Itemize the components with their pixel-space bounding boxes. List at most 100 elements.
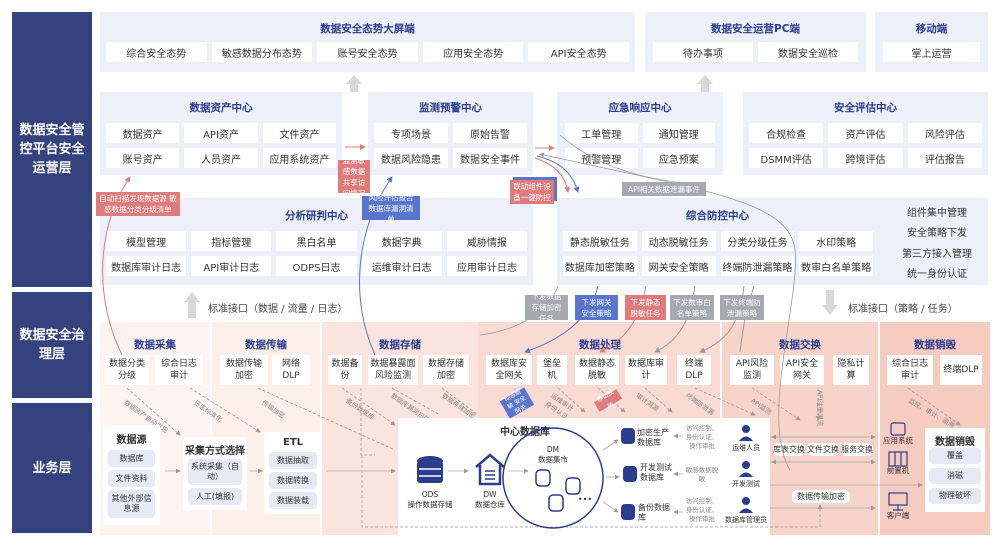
asset-item[interactable]: 账号资产 (106, 148, 180, 168)
big-screen-item[interactable]: 综合安全态势 (106, 42, 207, 62)
gov-item: 终端DLP (677, 355, 711, 385)
analysis-item[interactable]: 数据库审计日志 (106, 256, 187, 276)
analysis-item[interactable]: 运维审计日志 (361, 256, 442, 276)
monitor-item[interactable]: 原始告警 (453, 123, 527, 143)
big-screen-title: 数据安全态势大屏端 (320, 23, 415, 35)
gov-item: 网络DLP (272, 355, 310, 385)
analysis-item[interactable]: 指标管理 (191, 231, 272, 251)
tag-share-monitor: 监测敏感数据共享访问情况 (338, 156, 370, 198)
user-label: 运维人员 (732, 444, 760, 452)
interface-up-label: 标准接口（数据 / 流量 / 日志） (208, 304, 348, 315)
emergency-center: 应急响应中心 工单管理通知管理预警管理应急预案 (557, 92, 723, 175)
tag-policy: 下发网关安全策略 (575, 295, 618, 320)
defense-center: 综合防控中心 静态脱敏任务动态脱敏任务分类分级任务水印策略数据库加密策略网关安全… (557, 198, 988, 285)
source-item: 文件资料 (108, 470, 155, 487)
destroy-item: 物理破坏 (929, 488, 981, 504)
pc-item[interactable]: 待办事项 (653, 42, 753, 62)
method-item: 人工(填报) (188, 488, 242, 505)
more-icon: ••• (577, 495, 593, 504)
mobile-item[interactable]: 掌上运营 (883, 42, 980, 62)
monitor-item-grid: 专项场景原始告警数据风险隐患数据安全事件 (374, 123, 527, 168)
monitor-item[interactable]: 专项场景 (374, 123, 448, 143)
etl-box: ETL 数据抽取 数据转换 数据装载 (264, 432, 322, 514)
control-label: 敏感数据脱敏 (685, 466, 719, 483)
etl-title: ETL (282, 437, 304, 448)
analysis-item[interactable]: API审计日志 (191, 256, 272, 276)
pc-title: 数据安全运营PC端 (711, 23, 800, 35)
control-label: 访问控制、身份认证、操作审批 (685, 497, 719, 523)
big-screen-item[interactable]: 应用安全态势 (422, 42, 524, 62)
analysis-item[interactable]: 模型管理 (106, 231, 187, 251)
analysis-item[interactable]: ODPS日志 (276, 256, 357, 276)
gov-item: 终端DLP (940, 355, 982, 385)
big-screen-item[interactable]: 账号安全态势 (317, 42, 418, 62)
analysis-item[interactable]: 黑白名单 (276, 231, 357, 251)
control-label: 访问控制、身份认证、操作审批 (685, 424, 719, 450)
tag-auto-scan: 自动扫描发现数据源 敏感数据分类分级清单 (96, 192, 180, 216)
system-label: 客户端 (886, 511, 910, 520)
gov-item: 数据库安全网关 (486, 355, 532, 385)
user-label: 数据库管理员 (725, 516, 767, 524)
assessment-item[interactable]: DSMM评估 (749, 148, 824, 168)
defense-item[interactable]: 水印策略 (799, 231, 873, 251)
defense-item[interactable]: 静态脱敏任务 (563, 231, 637, 251)
gov-item: 数据库审计 (625, 355, 667, 385)
system-label: 前置机 (886, 466, 910, 475)
emergency-item[interactable]: 工单管理 (565, 123, 638, 143)
asset-item[interactable]: API资产 (184, 123, 258, 143)
gov-item: 堡垒机 (537, 355, 567, 385)
asset-item[interactable]: 文件资产 (262, 123, 336, 143)
interface-down-label: 标准接口（策略 / 任务） (848, 304, 958, 315)
asset-item[interactable]: 应用系统资产 (262, 148, 336, 168)
monitor-center-title: 监测预警中心 (419, 102, 482, 114)
source-item: 数据库 (108, 450, 155, 467)
flow-label: API注册限流 (816, 390, 824, 427)
monitor-center: 监测预警中心 专项场景原始告警数据风险隐患数据安全事件 (368, 92, 533, 175)
defense-item[interactable]: 数审白名单策略 (799, 256, 873, 276)
monitor-item[interactable]: 数据风险隐患 (374, 148, 448, 168)
emergency-item[interactable]: 预警管理 (565, 148, 638, 168)
pc-item[interactable]: 数据安全巡检 (758, 42, 858, 62)
big-screen-item[interactable]: 敏感数据分布态势 (211, 42, 313, 62)
tag-policy: 下发静态脱敏任务 (625, 295, 666, 320)
assessment-center-title: 安全评估中心 (834, 102, 897, 114)
analysis-item[interactable]: 威胁情报 (446, 231, 527, 251)
method-item: 系统采集（自动） (188, 459, 242, 485)
ods-label: ODS (421, 490, 439, 499)
gov-item: 数据暴露面风险监测 (368, 355, 418, 385)
assessment-item[interactable]: 跨境评估 (828, 148, 903, 168)
assessment-item[interactable]: 评估报告 (907, 148, 982, 168)
assessment-item[interactable]: 风险评估 (907, 123, 982, 143)
asset-item[interactable]: 数据资产 (106, 123, 180, 143)
monitor-item[interactable]: 数据安全事件 (453, 148, 527, 168)
emergency-item[interactable]: 通知管理 (642, 123, 715, 143)
defense-item[interactable]: 动态脱敏任务 (641, 231, 716, 251)
tag-policy: 下发终端防泄漏策略 (720, 295, 764, 320)
defense-item[interactable]: 终端防泄漏策略 (720, 256, 795, 276)
analysis-item[interactable]: 应用审计日志 (446, 256, 527, 276)
defense-item[interactable]: 数据库加密策略 (563, 256, 637, 276)
dw-sub: 数据仓库 (475, 500, 505, 509)
emergency-item[interactable]: 应急预案 (642, 148, 715, 168)
tag-policy: 下发数据存储加密任务 (525, 292, 568, 323)
assessment-item[interactable]: 资产评估 (828, 123, 903, 143)
transfer-encrypt-pill: 数据传输加密 (792, 490, 850, 503)
asset-item[interactable]: 人员资产 (184, 148, 258, 168)
collect-method-title: 采集方式选择 (185, 446, 245, 457)
assessment-item-grid: 合规检查资产评估风险评估 DSMM评估跨境评估评估报告 (749, 123, 982, 168)
assessment-item[interactable]: 合规检查 (749, 123, 824, 143)
mobile-item-grid: 掌上运营 (883, 42, 980, 62)
big-screen-item[interactable]: API安全态势 (528, 42, 629, 62)
gov-item: 数据静态脱敏 (575, 355, 619, 385)
defense-item[interactable]: 分类分级任务 (720, 231, 795, 251)
collect-method-box: 采集方式选择 系统采集（自动） 人工(填报) (183, 437, 247, 510)
analysis-center-title: 分析研判中心 (285, 210, 348, 222)
defense-item[interactable]: 网关安全策略 (641, 256, 716, 276)
analysis-item[interactable]: 数据字典 (361, 231, 442, 251)
exchange-mode: 库表交换 (773, 443, 805, 456)
gov-destroy-title: 数据销毁 (914, 339, 956, 351)
pc-panel: 数据安全运营PC端 待办事项数据安全巡检 (645, 12, 866, 72)
